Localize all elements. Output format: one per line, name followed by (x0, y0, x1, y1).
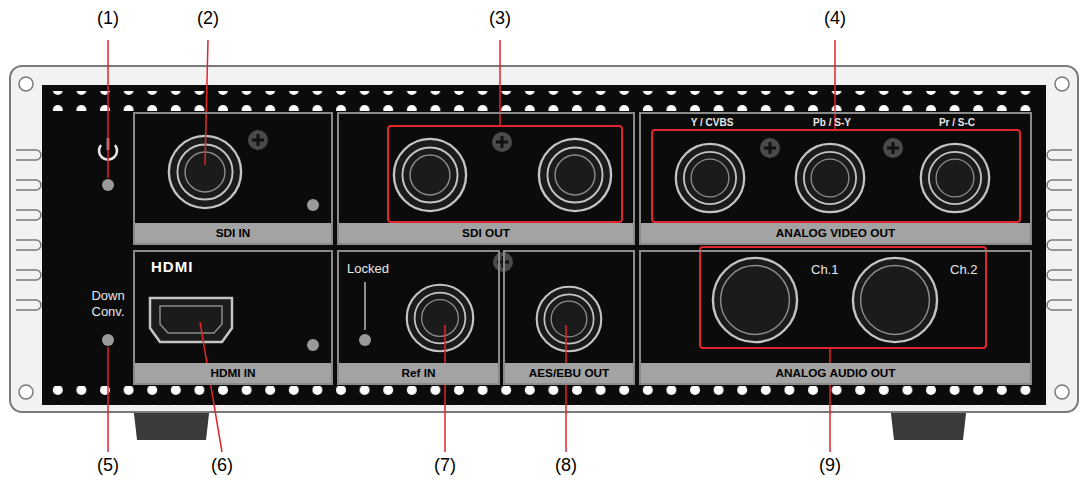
panel-section: AES/EBU OUT (503, 250, 635, 385)
callout-number: (1) (97, 8, 119, 29)
callout-number: (6) (211, 455, 233, 476)
callout-number: (7) (434, 455, 456, 476)
section-label: ANALOG VIDEO OUT (641, 223, 1030, 243)
connector-label: Locked (347, 261, 389, 276)
connector-label: Ch.2 (950, 262, 977, 277)
section-label: ANALOG AUDIO OUT (641, 363, 1030, 383)
panel-section: HDMI HDMI IN (133, 250, 333, 385)
section-label: Ref IN (339, 363, 498, 383)
callout-number: (3) (489, 8, 511, 29)
section-label: SDI OUT (339, 223, 633, 243)
panel-section: LockedRef IN (337, 250, 500, 385)
callout-number: (4) (824, 8, 846, 29)
callout-number: (9) (819, 455, 841, 476)
panel-section: SDI IN (133, 112, 333, 245)
hdmi-logo: HDMI (151, 258, 193, 275)
panel-section: Y / CVBS Pb / S-Y Pr / S-C ANALOG VIDEO OUT (639, 112, 1032, 245)
section-label: HDMI IN (135, 363, 331, 383)
connector-label: Y / CVBS (691, 117, 734, 128)
connector-label: Ch.1 (811, 262, 838, 277)
callout-number: (8) (555, 455, 577, 476)
section-label: SDI IN (135, 223, 331, 243)
indicator-label: Down Conv. (84, 288, 132, 320)
panel-section: SDI OUT (337, 112, 635, 245)
section-label: AES/EBU OUT (505, 363, 633, 383)
callout-number: (2) (197, 8, 219, 29)
connector-label: Pr / S-C (939, 117, 975, 128)
connector-label: Pb / S-Y (813, 117, 851, 128)
panel-section: Ch.1 Ch.2ANALOG AUDIO OUT (639, 250, 1032, 385)
callout-number: (5) (97, 455, 119, 476)
